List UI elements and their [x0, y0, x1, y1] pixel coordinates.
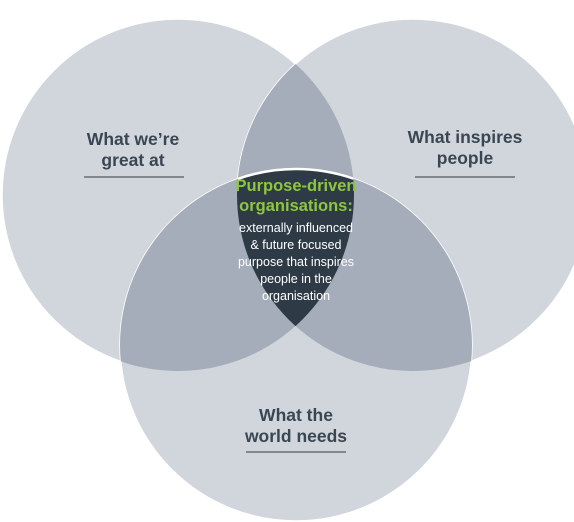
center-body-line: & future focused — [250, 238, 341, 252]
center-body-line: organisation — [262, 289, 330, 303]
center-body-line: externally influenced — [239, 221, 353, 235]
label-bottom-line1: What the — [259, 405, 333, 425]
center-body-line: purpose that inspires — [238, 255, 354, 269]
center-body-line: people in the — [260, 272, 332, 286]
label-right-line1: What inspires — [408, 127, 523, 147]
center-title-line2: organisations: — [239, 197, 353, 215]
label-left-line1: What we’re — [87, 129, 180, 149]
label-right-line2: people — [437, 148, 494, 168]
label-left-line2: great at — [101, 150, 164, 170]
center-title-line1: Purpose-driven — [235, 177, 356, 195]
label-bottom-line2: world needs — [244, 426, 347, 446]
